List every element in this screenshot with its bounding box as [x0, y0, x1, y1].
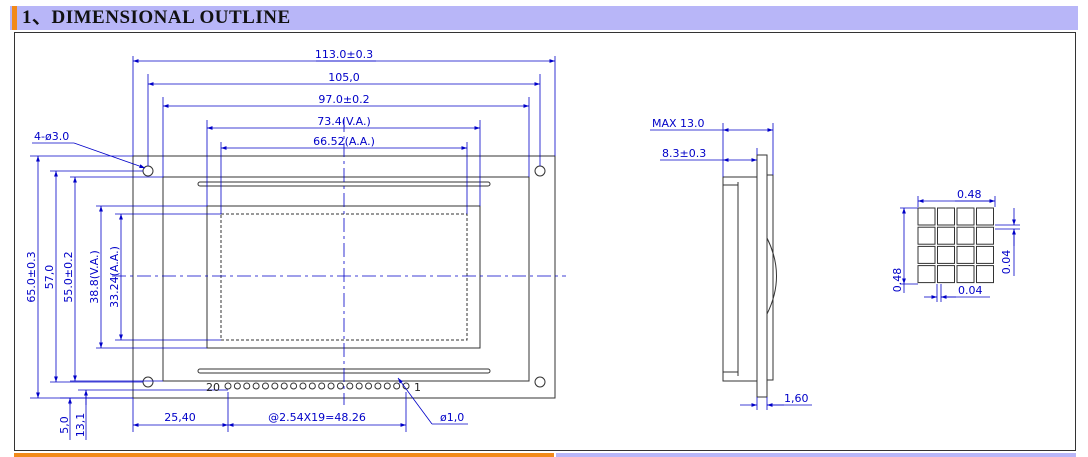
viewing-area: [206, 205, 481, 349]
dim-va-width: 73.4(V.A.): [317, 115, 371, 128]
pin: [374, 382, 382, 390]
dim-va-height: 38.8(V.A.): [88, 250, 101, 304]
header-accent-bar: [12, 6, 17, 30]
dot-cell: [937, 245, 955, 264]
dim-mount-hole: 4-ø3.0: [34, 130, 69, 143]
mount-hole-bl: [142, 376, 154, 388]
dim-aa-height: 33.24(A.A.): [108, 246, 121, 308]
pin: [318, 382, 326, 390]
bezel-slot-top: [197, 181, 491, 187]
mount-hole-tr: [534, 165, 546, 177]
pin: [233, 382, 241, 390]
pin: [290, 382, 298, 390]
footer-bar-left: [14, 453, 554, 457]
footer-bar-right: [556, 453, 1076, 457]
dot-cell: [917, 265, 936, 284]
dim-dot-pitch-y: 0.48: [891, 268, 904, 293]
pin: [252, 382, 260, 390]
dim-pin-offset: 25,40: [164, 411, 196, 424]
dim-max-thickness: MAX 13.0: [652, 117, 705, 130]
dim-bezel-width: 97.0±0.2: [318, 93, 369, 106]
dot-matrix-detail: [917, 207, 994, 284]
dot-cell: [937, 265, 955, 284]
dim-hole-pitch-x: 105,0: [328, 71, 360, 84]
pin: [336, 382, 344, 390]
pin: [224, 382, 232, 390]
pin: [365, 382, 373, 390]
dim-bottom-offset-1: 5,0: [58, 416, 71, 434]
section-header: [10, 6, 1078, 30]
dot-cell: [917, 207, 936, 226]
dim-pin-span: @2.54X19=48.26: [268, 411, 366, 424]
pin: [308, 382, 316, 390]
dim-body-thickness: 8.3±0.3: [662, 147, 706, 160]
pin: [383, 382, 391, 390]
dim-pin-diameter: ø1,0: [440, 411, 464, 424]
dim-dot-pitch-x: 0.48: [957, 188, 982, 201]
dot-cell: [956, 265, 975, 284]
pin: [327, 382, 335, 390]
dim-hole-pitch-y: 57,0: [43, 265, 56, 290]
pin: [299, 382, 307, 390]
pin: [355, 382, 363, 390]
dot-cell: [956, 245, 975, 264]
dot-cell: [976, 207, 994, 226]
dot-cell: [956, 207, 975, 226]
pin: [393, 382, 401, 390]
mount-hole-br: [534, 376, 546, 388]
pin: [280, 382, 288, 390]
bezel-outline: [162, 176, 530, 382]
dim-aa-width: 66.52(A.A.): [313, 135, 375, 148]
dot-cell: [976, 265, 994, 284]
pin-row: [224, 382, 410, 390]
side-pcb: [756, 154, 768, 398]
side-view: [722, 154, 777, 398]
dim-bezel-height: 55.0±0.2: [62, 251, 75, 302]
side-bulge: [766, 237, 777, 315]
section-title: 1、DIMENSIONAL OUTLINE: [22, 7, 291, 28]
dim-bottom-offset-2: 13,1: [74, 413, 87, 438]
dim-outer-width: 113.0±0.3: [315, 48, 373, 61]
dot-cell: [956, 226, 975, 245]
dot-cell: [937, 207, 955, 226]
drawing-frame: [14, 32, 1076, 451]
dot-cell: [976, 245, 994, 264]
pin: [271, 382, 279, 390]
dim-dot-gap-x: 0.04: [958, 284, 983, 297]
dot-cell: [917, 245, 936, 264]
dot-cell: [976, 226, 994, 245]
pin-label-first: 20: [206, 381, 220, 394]
dim-dot-gap-y: 0.04: [1000, 250, 1013, 275]
dot-cell: [937, 226, 955, 245]
side-body: [722, 176, 757, 382]
pin: [346, 382, 354, 390]
dim-outer-height: 65.0±0.3: [25, 251, 38, 302]
pin: [261, 382, 269, 390]
pin-label-last: 1: [414, 381, 421, 394]
dot-cell: [917, 226, 936, 245]
dim-pcb-thickness: 1,60: [784, 392, 809, 405]
pin: [243, 382, 251, 390]
